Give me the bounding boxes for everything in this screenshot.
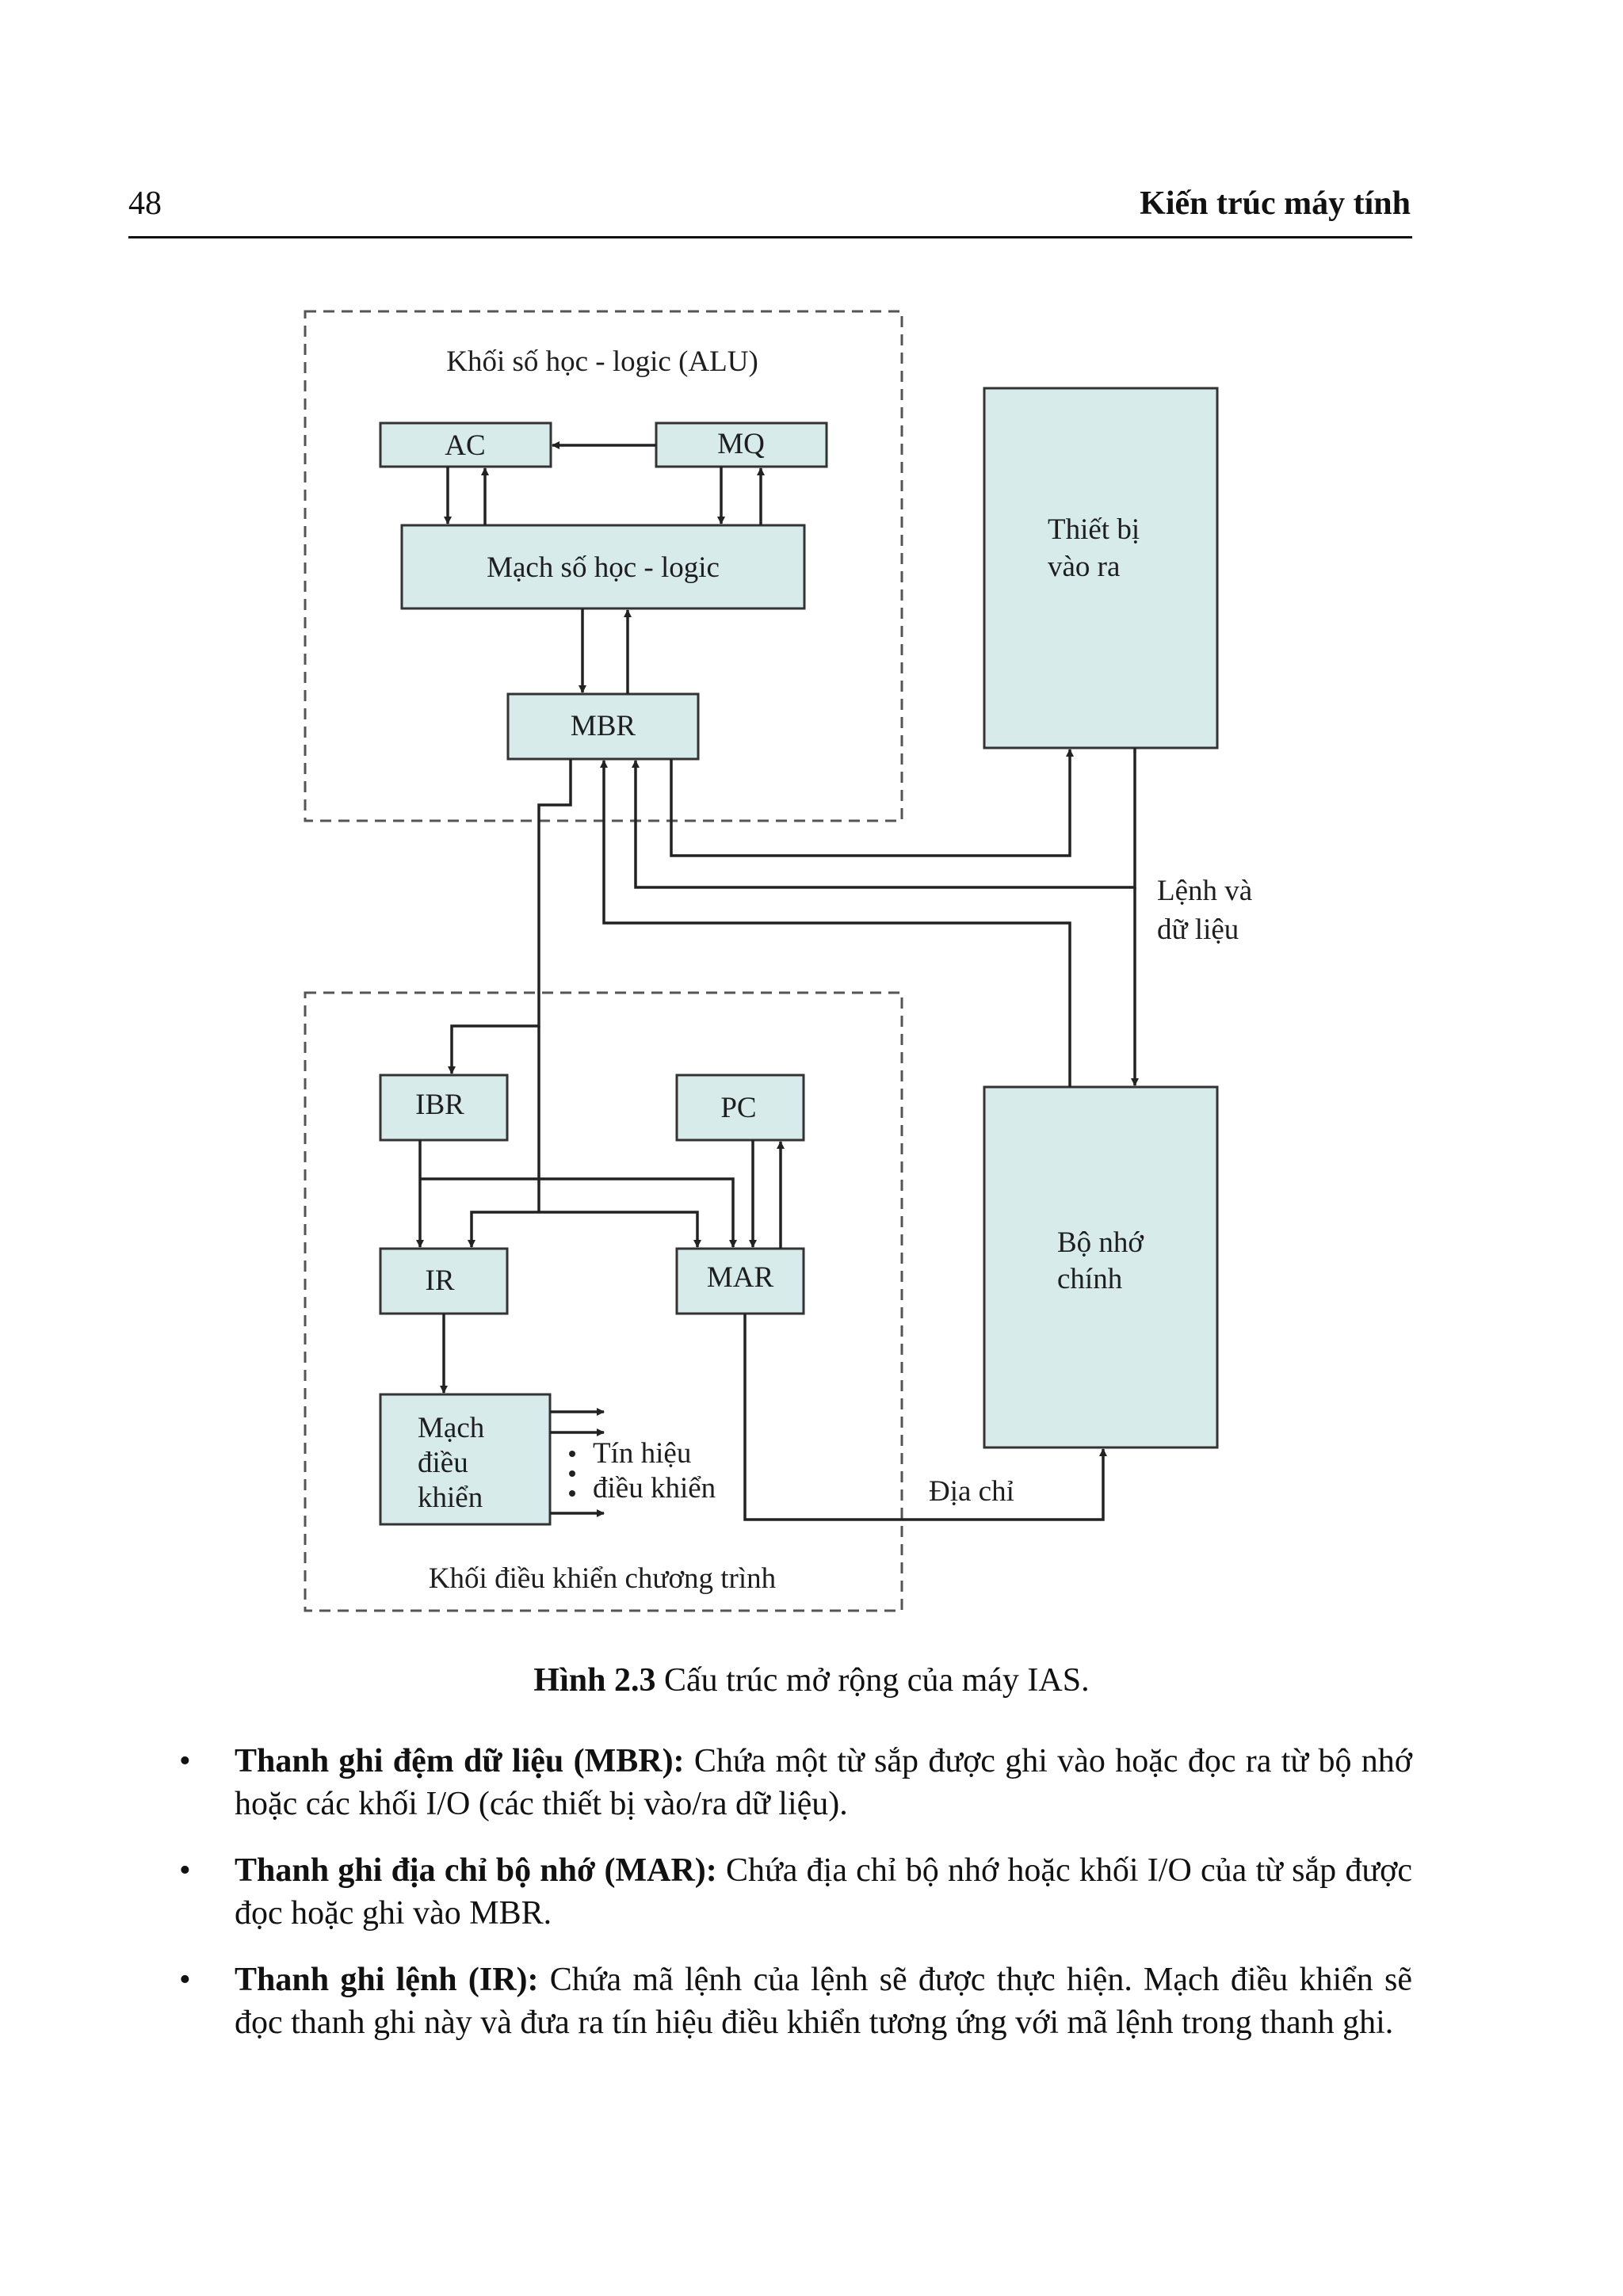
pc-register <box>675 1074 805 1142</box>
mar-label: MAR <box>707 1261 774 1294</box>
ibr-label: IBR <box>415 1089 464 1121</box>
io-devices <box>983 387 1219 749</box>
bullet-term: Thanh ghi lệnh (IR): <box>235 1962 539 1998</box>
control-label-line3: khiển <box>418 1482 483 1514</box>
path-io-to-mbr <box>632 748 1136 889</box>
path-mbr-to-ibr <box>448 759 572 1074</box>
instruction-data-line1: Lệnh và <box>1157 875 1252 907</box>
program-control-block-label: Khối điều khiển chương trình <box>429 1562 777 1595</box>
signal-label-line2: điều khiển <box>593 1472 716 1505</box>
alu-circuit-label: Mạch số học - logic <box>487 551 720 584</box>
bullet-icon: • <box>179 1743 191 1779</box>
memory-label-line2: chính <box>1057 1263 1123 1295</box>
ac-register <box>379 421 552 468</box>
figure-caption: Hình 2.3 Cấu trúc mở rộng của máy IAS. <box>0 1661 1623 1699</box>
pc-label: PC <box>720 1092 756 1124</box>
bullet-text: Chứa một từ sắp được ghi vào hoặc đọc ra… <box>235 1743 1413 1822</box>
header-rule <box>128 236 1412 238</box>
path-mar-to-memory <box>743 1314 1107 1521</box>
arrow-trunk-to-mar <box>539 1211 701 1248</box>
mar-register <box>675 1247 805 1315</box>
program-control-block <box>304 991 903 1612</box>
alu-block-label: Khối số học - logic (ALU) <box>446 345 758 378</box>
bullet-term: Thanh ghi đệm dữ liệu (MBR): <box>235 1743 685 1779</box>
ibr-register <box>379 1074 509 1142</box>
arrow-trunk-to-ir <box>468 1211 539 1248</box>
memory-label-line1: Bộ nhớ <box>1057 1226 1144 1259</box>
list-item: • Thanh ghi lệnh (IR): Chứa mã lệnh của … <box>179 1958 1413 2044</box>
bullet-icon: • <box>179 1852 191 1889</box>
caption-number: Hình 2.3 <box>533 1662 656 1699</box>
ir-register <box>379 1247 509 1315</box>
address-label: Địa chỉ <box>929 1475 1014 1508</box>
mbr-label: MBR <box>571 710 636 742</box>
list-item: • Thanh ghi đệm dữ liệu (MBR): Chứa một … <box>179 1740 1413 1825</box>
list-item: • Thanh ghi địa chỉ bộ nhớ (MAR): Chứa đ… <box>179 1849 1412 1935</box>
io-label-line2: vào ra <box>1048 551 1120 583</box>
path-mbr-to-io <box>670 749 1074 857</box>
alu-circuit <box>400 524 806 610</box>
ac-label: AC <box>445 429 485 462</box>
control-label-line2: điều <box>418 1447 468 1479</box>
bullet-text: Chứa địa chỉ bộ nhớ hoặc khối I/O của từ… <box>235 1852 1412 1932</box>
page-number: 48 <box>128 185 162 222</box>
mq-label: MQ <box>717 428 765 460</box>
signal-dot <box>569 1470 575 1477</box>
ias-diagram: Khối số học - logic (ALU) AC MQ Mạch số … <box>304 310 1252 1612</box>
mq-register <box>655 421 828 468</box>
book-title: Kiến trúc máy tính <box>1140 185 1411 222</box>
path-memory-to-mbr <box>600 760 1071 1087</box>
control-label-line1: Mạch <box>418 1412 485 1444</box>
instruction-data-line2: dữ liệu <box>1157 913 1239 946</box>
bullet-text: Chứa mã lệnh của lệnh sẽ được thực hiện.… <box>235 1962 1413 2041</box>
caption-text: Cấu trúc mở rộng của máy IAS. <box>663 1662 1090 1699</box>
register-list: • Thanh ghi đệm dữ liệu (MBR): Chứa một … <box>179 1740 1413 2068</box>
main-memory <box>983 1085 1219 1449</box>
signal-dot <box>569 1490 575 1497</box>
signal-label-line1: Tín hiệu <box>593 1437 691 1470</box>
signal-dot <box>569 1451 575 1457</box>
bullet-icon: • <box>179 1962 191 1998</box>
control-circuit <box>379 1393 552 1526</box>
bullet-term: Thanh ghi địa chỉ bộ nhớ (MAR): <box>235 1852 717 1889</box>
arrow-ibr-to-mar <box>420 1177 737 1248</box>
mbr-register <box>506 692 700 761</box>
ir-label: IR <box>426 1264 455 1297</box>
io-label-line1: Thiết bị <box>1048 513 1140 546</box>
